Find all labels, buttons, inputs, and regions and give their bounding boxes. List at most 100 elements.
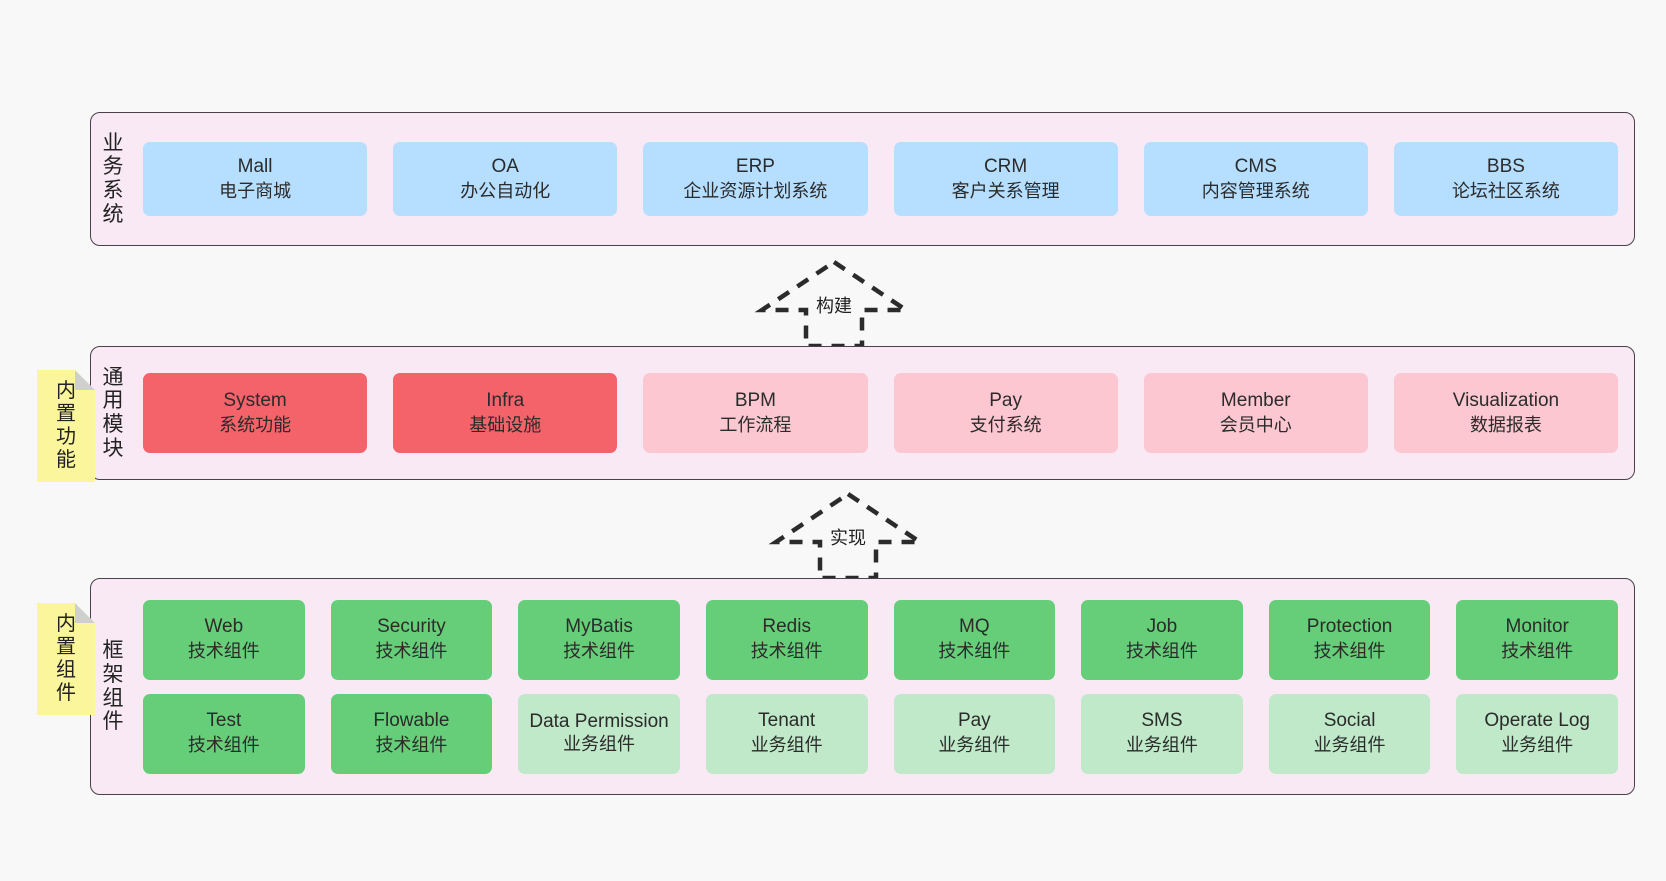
card-mq[interactable]: MQ 技术组件: [893, 599, 1056, 680]
card-security[interactable]: Security 技术组件: [330, 599, 493, 680]
card-subtitle: 数据报表: [1469, 414, 1542, 435]
connector-implement-arrow: 实现: [768, 490, 928, 582]
card-member[interactable]: Member 会员中心: [1143, 373, 1368, 453]
card-grid-framework-component: Web 技术组件 Security 技术组件 MyBatis 技术组件 Redi…: [135, 579, 1634, 794]
card-title: Protection: [1306, 616, 1393, 638]
card-crm[interactable]: CRM 客户关系管理: [893, 142, 1118, 216]
card-subtitle: 技术组件: [375, 735, 448, 756]
card-subtitle: 支付系统: [969, 414, 1042, 435]
card-row: Test 技术组件 Flowable 技术组件 Data Permission …: [143, 693, 1618, 774]
card-title: Test: [206, 710, 242, 732]
card-tenant[interactable]: Tenant 业务组件: [705, 693, 868, 774]
note-char: 功: [56, 426, 76, 448]
card-title: Data Permission: [529, 711, 669, 733]
card-system[interactable]: System 系统功能: [143, 373, 368, 453]
card-subtitle: 业务组件: [1313, 735, 1386, 756]
card-subtitle: 技术组件: [187, 641, 260, 662]
note-char: 能: [56, 448, 76, 471]
card-erp[interactable]: ERP 企业资源计划系统: [643, 142, 868, 216]
note-char: 件: [56, 681, 76, 704]
card-subtitle: 业务组件: [750, 735, 823, 756]
card-title: CRM: [983, 155, 1028, 177]
card-mybatis[interactable]: MyBatis 技术组件: [518, 599, 680, 680]
note-char: 组: [56, 659, 76, 681]
card-subtitle: 电子商城: [219, 180, 292, 201]
card-subtitle: 技术组件: [938, 641, 1011, 662]
card-title: Pay: [957, 710, 991, 732]
note-builtin-functions: 内 置 功 能: [37, 370, 95, 482]
card-subtitle: 技术组件: [563, 641, 636, 662]
note-builtin-components: 内 置 组 件: [37, 603, 95, 715]
note-char: 置: [56, 403, 76, 426]
card-row: Web 技术组件 Security 技术组件 MyBatis 技术组件 Redi…: [143, 599, 1618, 680]
card-oa[interactable]: OA 办公自动化: [393, 142, 618, 216]
card-bbs[interactable]: BBS 论坛社区系统: [1393, 142, 1619, 216]
card-subtitle: 技术组件: [1125, 641, 1198, 662]
card-subtitle: 业务组件: [1125, 735, 1198, 756]
layer-title-char: 业: [102, 131, 124, 155]
card-title: ERP: [735, 155, 775, 177]
card-test[interactable]: Test 技术组件: [143, 693, 305, 774]
card-monitor[interactable]: Monitor 技术组件: [1456, 599, 1618, 680]
card-title: CMS: [1234, 155, 1277, 177]
layer-title-char: 务: [102, 155, 124, 179]
card-visualization[interactable]: Visualization 数据报表: [1393, 373, 1619, 453]
card-title: Redis: [762, 616, 811, 638]
card-bpm[interactable]: BPM 工作流程: [643, 373, 868, 453]
layer-title-char: 用: [102, 389, 124, 413]
layer-business-system: 业 务 系 统 Mall 电子商城 OA 办公自动化 ERP 企业资源计划系统: [90, 112, 1635, 246]
card-protection[interactable]: Protection 技术组件: [1268, 599, 1431, 680]
layer-title-char: 通: [102, 365, 124, 389]
layer-framework-component: 框 架 组 件 Web 技术组件 Security 技术组件 MyBatis 技…: [90, 578, 1635, 795]
card-title: Monitor: [1505, 616, 1569, 638]
card-operate-log[interactable]: Operate Log 业务组件: [1456, 693, 1618, 774]
card-subtitle: 客户关系管理: [951, 180, 1060, 201]
card-title: Pay: [989, 389, 1022, 411]
card-title: MQ: [959, 616, 990, 638]
layer-title-business-system: 业 务 系 统: [91, 113, 135, 245]
card-title: BBS: [1486, 155, 1525, 177]
card-title: Infra: [486, 389, 525, 411]
card-row: System 系统功能 Infra 基础设施 BPM 工作流程 Pay 支付系统…: [143, 373, 1619, 453]
layer-title-char: 块: [102, 436, 124, 460]
note-char: 内: [56, 380, 76, 403]
note-char: 置: [56, 636, 76, 659]
card-data-permission[interactable]: Data Permission 业务组件: [518, 693, 680, 774]
card-title: Member: [1220, 389, 1291, 411]
card-redis[interactable]: Redis 技术组件: [705, 599, 868, 680]
card-cms[interactable]: CMS 内容管理系统: [1143, 142, 1368, 216]
card-pay-module[interactable]: Pay 支付系统: [893, 373, 1118, 453]
card-infra[interactable]: Infra 基础设施: [393, 373, 618, 453]
card-web[interactable]: Web 技术组件: [143, 599, 305, 680]
card-sms[interactable]: SMS 业务组件: [1081, 693, 1243, 774]
card-mall[interactable]: Mall 电子商城: [143, 142, 368, 216]
card-subtitle: 技术组件: [1313, 641, 1386, 662]
layer-title-char: 件: [102, 710, 124, 734]
layer-common-module: 通 用 模 块 System 系统功能 Infra 基础设施 BPM 工作流程: [90, 346, 1635, 480]
card-job[interactable]: Job 技术组件: [1081, 599, 1243, 680]
connector-implement-label: 实现: [830, 528, 866, 548]
card-subtitle: 办公自动化: [460, 180, 551, 201]
card-title: Operate Log: [1484, 710, 1590, 732]
layer-title-char: 统: [102, 202, 124, 226]
card-subtitle: 会员中心: [1219, 414, 1292, 435]
card-pay-component[interactable]: Pay 业务组件: [893, 693, 1056, 774]
connector-build-label: 构建: [816, 296, 852, 316]
card-row: Mall 电子商城 OA 办公自动化 ERP 企业资源计划系统 CRM 客户关系…: [143, 142, 1619, 216]
card-subtitle: 内容管理系统: [1201, 180, 1310, 201]
connector-build-arrow: 构建: [754, 258, 914, 350]
card-title: System: [223, 389, 287, 411]
card-title: Web: [204, 616, 244, 638]
card-flowable[interactable]: Flowable 技术组件: [330, 693, 493, 774]
layer-title-char: 架: [102, 662, 124, 686]
card-title: BPM: [734, 389, 777, 411]
card-title: Visualization: [1452, 389, 1560, 411]
card-subtitle: 系统功能: [219, 414, 292, 435]
card-subtitle: 技术组件: [750, 641, 823, 662]
card-title: Security: [377, 616, 446, 638]
card-social[interactable]: Social 业务组件: [1268, 693, 1431, 774]
card-title: Tenant: [758, 710, 816, 732]
card-title: SMS: [1141, 710, 1183, 732]
card-title: MyBatis: [565, 616, 633, 638]
